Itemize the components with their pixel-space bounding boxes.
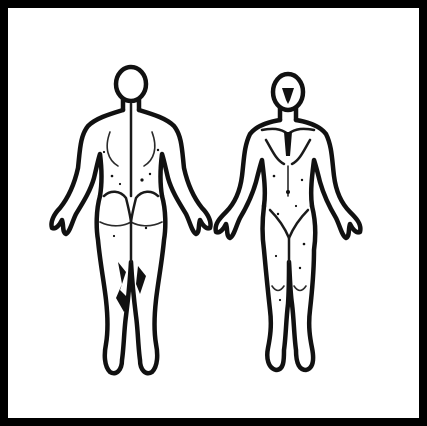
back-scapula-right [144, 132, 155, 166]
back-knee-shade-right [136, 266, 146, 294]
front-face-mark [282, 88, 294, 104]
front-knee-left [272, 286, 284, 291]
front-navel [286, 190, 290, 194]
front-legs-outline [263, 206, 316, 370]
body-front-view [216, 74, 361, 370]
front-chest-left [266, 140, 284, 164]
body-back-view [51, 67, 210, 373]
back-head [116, 67, 146, 101]
front-groin [270, 210, 308, 238]
front-sternum-mark [284, 132, 292, 156]
front-chest-right [292, 140, 310, 164]
back-scapula-left [107, 132, 118, 166]
front-knee-right [294, 286, 306, 291]
